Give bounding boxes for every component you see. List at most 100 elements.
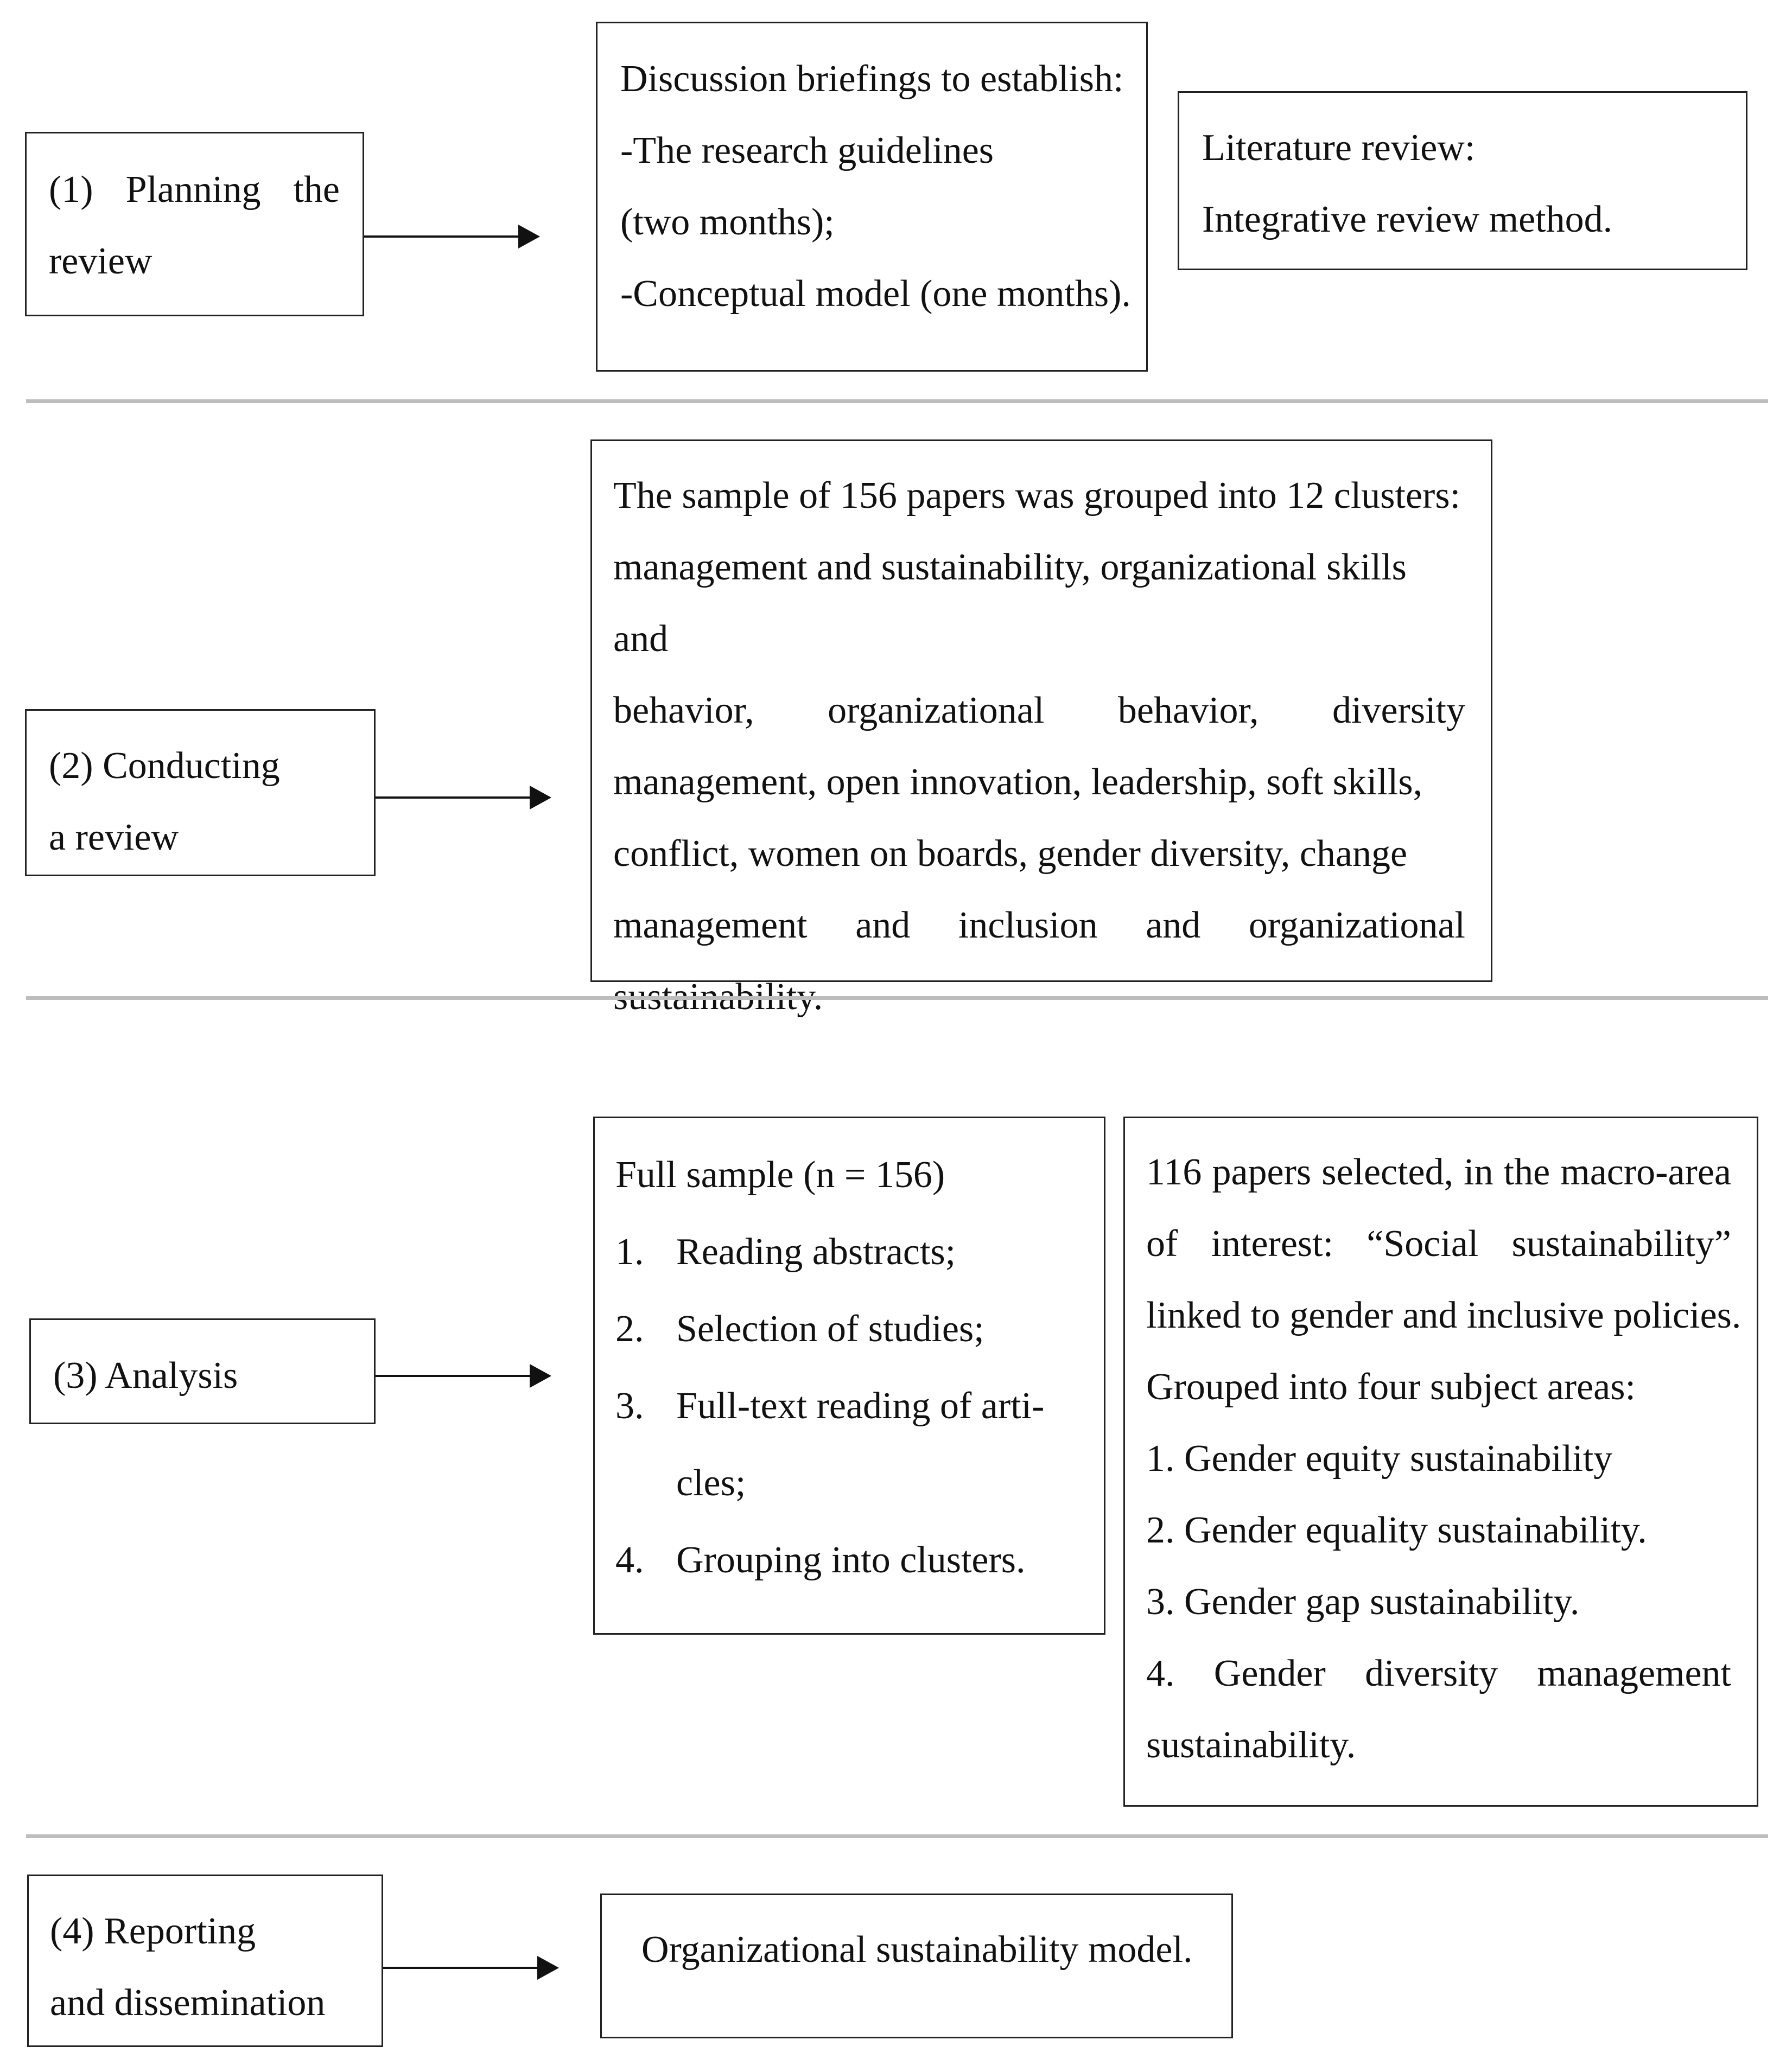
sample-step: cles;	[615, 1445, 1044, 1522]
phase-2-label-line1: (2) Conducting	[49, 745, 280, 787]
word: Gender	[1213, 1653, 1326, 1694]
phase-4-label: (4) Reporting and dissemination	[50, 1896, 325, 2039]
clusters-line: conflict, women on boards, gender divers…	[613, 833, 1408, 875]
sample-title: Full sample (n = 156)	[615, 1154, 945, 1196]
step-text: cles;	[676, 1462, 746, 1504]
phase-2-label-line2: a review	[49, 817, 179, 858]
briefings-line: Discussion briefings to establish:	[620, 58, 1124, 100]
word: sustainability”	[1511, 1223, 1731, 1265]
phase-1-box	[25, 132, 364, 316]
step-text: Grouping into clusters.	[676, 1539, 1026, 1581]
literature-line: Literature review:	[1202, 127, 1476, 169]
word: diversity	[1332, 690, 1465, 731]
word: organizational	[1248, 904, 1465, 946]
word: the	[1503, 1151, 1550, 1193]
briefings-line: -Conceptual model (one months).	[620, 273, 1131, 315]
sample-step: 2. Selection of studies;	[615, 1291, 1044, 1368]
word: interest:	[1211, 1223, 1334, 1265]
briefings-text: Discussion briefings to establish: -The …	[620, 43, 1131, 330]
briefings-line: (two months);	[620, 201, 835, 243]
sample-box	[593, 1117, 1105, 1635]
phase-4-arrow-shaft	[383, 1967, 541, 1969]
sample-step: 1. Reading abstracts;	[615, 1214, 1044, 1291]
step-number: 3.	[615, 1385, 644, 1427]
phase-1-label-line1: (1) Planning the	[49, 154, 340, 226]
step-text: Selection of studies;	[676, 1308, 984, 1350]
clusters-text: The sample of 156 papers was grouped int…	[613, 460, 1465, 1033]
model-box	[600, 1894, 1233, 2038]
step-number: 1.	[615, 1231, 644, 1273]
phase-4-label-line2: and dissemination	[50, 1982, 326, 2024]
clusters-box	[590, 439, 1492, 982]
word: papers	[1212, 1151, 1312, 1193]
selected-line: sustainability.	[1146, 1724, 1356, 1766]
phase-3-arrow-head	[530, 1364, 551, 1388]
phase-2-label: (2) Conducting a review	[49, 730, 280, 874]
phase-3-box	[29, 1318, 376, 1424]
word: of	[1146, 1223, 1178, 1265]
word: diversity	[1365, 1653, 1498, 1694]
literature-line: Integrative review method.	[1202, 199, 1613, 240]
word: inclusion	[958, 904, 1098, 946]
word: 116	[1146, 1151, 1202, 1193]
phase-4-arrow-head	[537, 1956, 559, 1980]
sample-step: 3. Full-text reading of arti-	[615, 1368, 1044, 1445]
sample-step: 4. Grouping into clusters.	[615, 1522, 1044, 1599]
literature-text: Literature review: Integrative review me…	[1202, 112, 1612, 256]
selected-line-justified: 4. Gender diversity management	[1146, 1638, 1731, 1710]
phase-1-label-word: the	[293, 169, 340, 211]
word: 4.	[1146, 1653, 1175, 1694]
literature-box	[1178, 91, 1747, 270]
phase-3-label: (3) Analysis	[53, 1355, 238, 1397]
phase-4-box	[27, 1875, 383, 2047]
clusters-line: The sample of 156 papers was grouped int…	[613, 475, 1461, 517]
phase-2-box	[25, 709, 376, 876]
word: “Social	[1366, 1223, 1479, 1265]
phase-1-label-line2: review	[49, 240, 152, 282]
selected-line: Grouped into four subject areas:	[1146, 1366, 1636, 1408]
word: in	[1464, 1151, 1493, 1193]
word: organizational	[828, 690, 1045, 731]
step-text: Reading abstracts;	[676, 1231, 956, 1273]
briefings-box	[596, 22, 1148, 372]
step-number	[615, 1445, 676, 1522]
sample-text: Full sample (n = 156) 1. Reading abstrac…	[615, 1137, 1044, 1599]
phase-1-label-word: Planning	[125, 169, 261, 211]
phase-1-arrow-shaft	[364, 235, 522, 238]
clusters-line: management, open innovation, leadership,…	[613, 761, 1423, 803]
separator-3	[26, 1834, 1768, 1838]
selected-line: linked to gender and inclusive policies.	[1146, 1295, 1741, 1336]
selected-box	[1123, 1117, 1758, 1807]
selected-line-justified: of interest: “Social sustainability”	[1146, 1208, 1731, 1280]
separator-2	[26, 996, 1768, 1000]
phase-2-arrow-shaft	[376, 796, 533, 799]
clusters-line-justified: behavior, organizational behavior, diversit…	[613, 675, 1465, 747]
step-text: Full-text reading of arti-	[676, 1385, 1045, 1427]
word: management	[1537, 1653, 1731, 1694]
selected-line: 3. Gender gap sustainability.	[1146, 1581, 1580, 1623]
word: selected,	[1321, 1151, 1454, 1193]
phase-1-label-word: (1)	[49, 169, 93, 211]
word: and	[1146, 904, 1201, 946]
word: management	[613, 904, 808, 946]
step-number: 4.	[615, 1539, 644, 1581]
separator-1	[26, 399, 1768, 403]
phase-2-arrow-head	[530, 786, 551, 809]
word: and	[855, 904, 911, 946]
phase-3-arrow-shaft	[376, 1375, 533, 1377]
step-number: 2.	[615, 1308, 644, 1350]
selected-line: 2. Gender equality sustainability.	[1146, 1509, 1647, 1551]
word: behavior,	[613, 690, 754, 731]
clusters-line-justified: management and inclusion and organizational	[613, 890, 1465, 961]
selected-line: 1. Gender equity sustainability	[1146, 1438, 1613, 1480]
briefings-line: -The research guidelines	[620, 130, 994, 171]
phase-4-label-line1: (4) Reporting	[50, 1910, 256, 1952]
model-text: Organizational sustainability model.	[641, 1929, 1193, 1971]
phase-1-arrow-head	[518, 225, 540, 248]
clusters-line: management and sustainability, organizat…	[613, 546, 1407, 660]
word: behavior,	[1117, 690, 1259, 731]
word: macro-area	[1560, 1151, 1731, 1193]
